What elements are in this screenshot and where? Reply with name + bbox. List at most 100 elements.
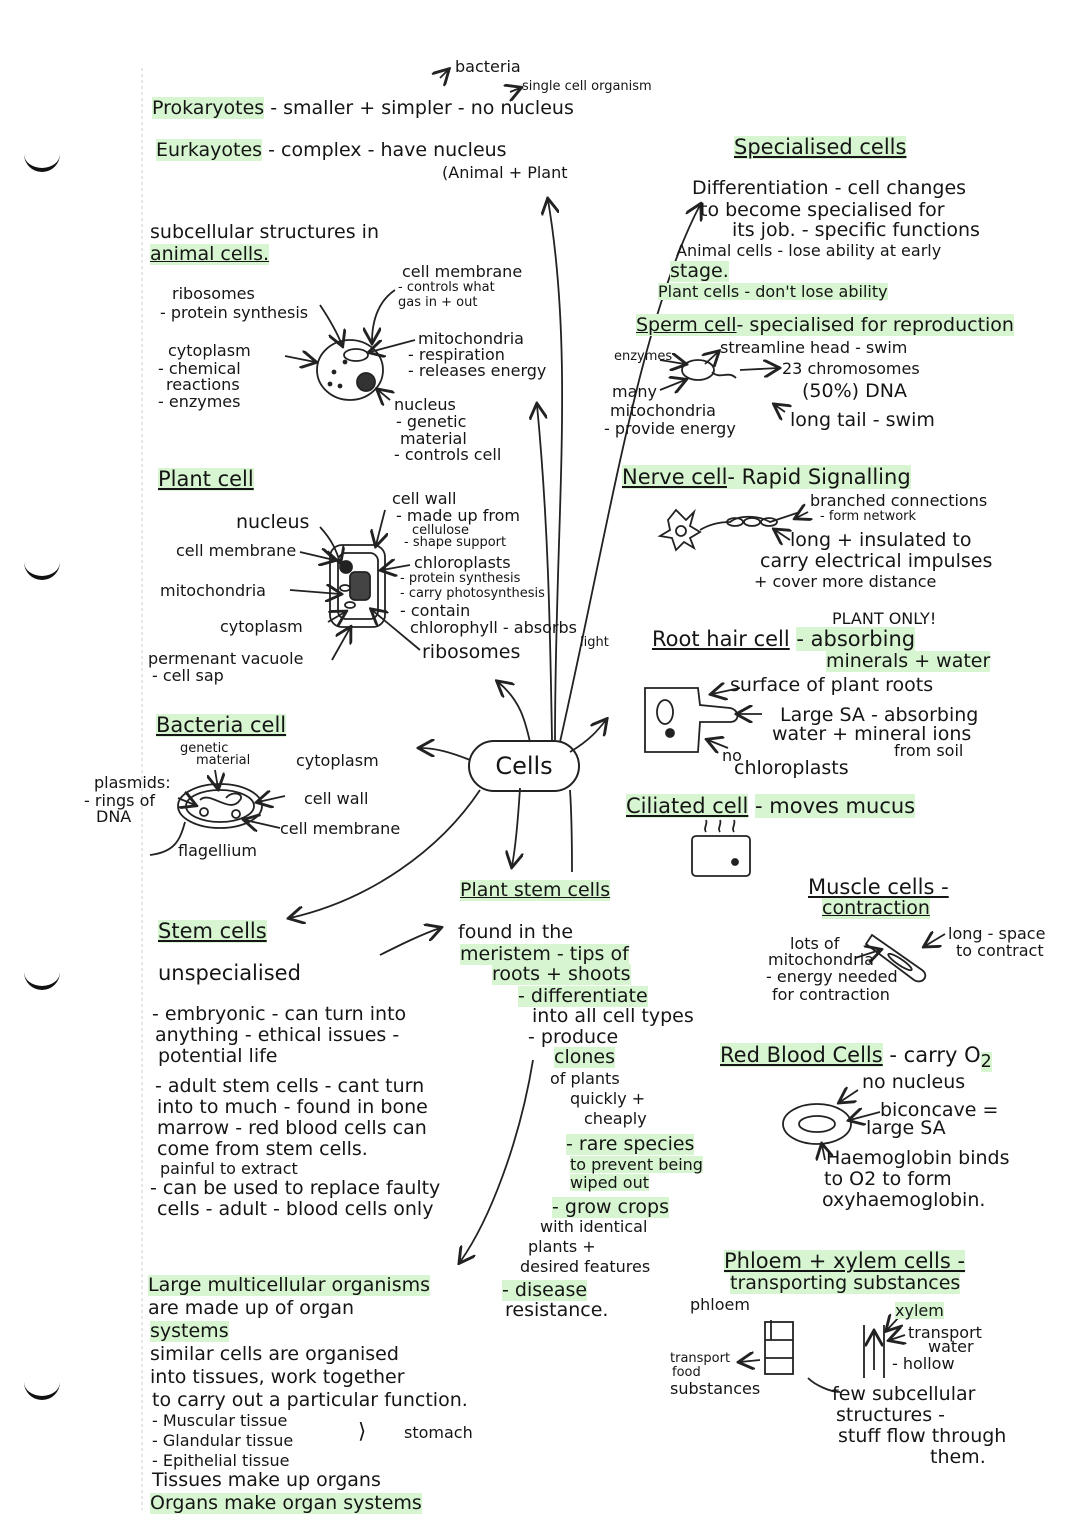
cells-center-label: Cells (495, 752, 553, 780)
muscle-diagram (854, 934, 946, 983)
specialised-line: its job. - specific functions (732, 219, 980, 241)
bacteria-label: flagellium (178, 841, 257, 860)
phloem-xylem-label: transport (908, 1323, 982, 1342)
phloem-xylem-label: substances (670, 1379, 761, 1398)
plant-stem-heading: Plant stem cells (460, 879, 611, 901)
plant-label: cell membrane (176, 541, 297, 560)
animal-label: - controls cell (394, 445, 502, 464)
binder-hole (24, 150, 60, 172)
animal-label: - releases energy (408, 361, 547, 380)
stem-line: - embryonic - can turn into (152, 1003, 407, 1025)
phloem-xylem-heading: Phloem + xylem cells - (724, 1249, 966, 1273)
root-hair-label: Large SA - absorbing (780, 704, 979, 726)
rbc-label: biconcave = (880, 1099, 999, 1121)
rbc-heading-sub: 2 (980, 1052, 992, 1073)
stem-line: unspecialised (158, 961, 301, 985)
stem-line: into to much - found in bone (157, 1096, 428, 1118)
plant-stem-line: to prevent being (570, 1155, 703, 1174)
bacteria-label: plasmids: (94, 773, 171, 792)
stem-line: - adult stem cells - cant turn (155, 1075, 425, 1097)
binder-hole (24, 558, 60, 580)
animal-label: material (400, 429, 467, 448)
bacteria-note: bacteria (455, 57, 521, 76)
rbc-label: to O2 to form (824, 1168, 952, 1190)
nerve-label: - form network (820, 509, 917, 524)
plant-label: mitochondria (160, 581, 266, 600)
plant-heading: Plant cell (158, 467, 254, 491)
eukaryotes-note: (Animal + Plant (442, 163, 568, 182)
root-hair-label: water + mineral ions (772, 723, 972, 745)
sperm-label: (50%) DNA (802, 380, 907, 402)
organisation-line: into tissues, work together (150, 1366, 405, 1388)
stem-heading: Stem cells (158, 919, 267, 943)
phloem-xylem-label: - hollow (892, 1354, 955, 1373)
plant-label: light (580, 635, 609, 650)
phloem-xylem-label: stuff flow through (838, 1425, 1007, 1447)
animal-label: gas in + out (398, 295, 478, 310)
organisation-line: - Epithelial tissue (152, 1451, 290, 1470)
phloem-xylem-label: them. (930, 1446, 986, 1468)
plant-label: nucleus (236, 511, 310, 533)
organisation-line: are made up of organ (148, 1297, 355, 1319)
muscle-label: mitochondria (768, 950, 874, 969)
plant-label: - protein synthesis (400, 571, 521, 586)
specialised-line: Plant cells - don't lose ability (658, 282, 888, 301)
plant-label: cell wall (392, 489, 457, 508)
phloem-xylem-label: structures - (836, 1404, 946, 1426)
bacteria-label: cell wall (304, 789, 369, 808)
animal-heading-2: animal cells. (150, 243, 270, 265)
animal-label: cell membrane (402, 262, 523, 281)
stem-line: marrow - red blood cells can (157, 1117, 427, 1139)
plant-label: - carry photosynthesis (400, 586, 545, 601)
plant-label: - shape support (404, 535, 507, 550)
specialised-line: to become specialised for (700, 199, 945, 221)
root-hair-heading: Root hair cell (652, 627, 790, 651)
stomach-label: stomach (404, 1423, 473, 1442)
rbc-label: large SA (866, 1117, 946, 1139)
nerve-label: + cover more distance (754, 572, 937, 591)
root-hair-label: surface of plant roots (730, 674, 934, 696)
bacteria-label: material (196, 753, 251, 768)
stem-line: painful to extract (160, 1159, 298, 1178)
specialised-line: Animal cells - lose ability at early (676, 241, 942, 260)
plant-stem-line: into all cell types (532, 1005, 694, 1027)
plant-stem-line: cheaply (584, 1109, 647, 1128)
plant-stem-line: desired features (520, 1257, 651, 1276)
bacteria-label: genetic (180, 741, 229, 756)
organisation-line: Tissues make up organs (152, 1469, 381, 1491)
rbc-label: Haemoglobin binds (826, 1147, 1010, 1169)
animal-label: reactions (166, 375, 240, 394)
plant-stem-line: plants + (528, 1237, 596, 1256)
specialised-line: Differentiation - cell changes (692, 177, 967, 199)
nerve-label: branched connections (810, 491, 988, 510)
root-hair-heading-text-2: minerals + water (826, 650, 991, 672)
animal-label: - protein synthesis (160, 303, 309, 322)
phloem-xylem-label: food (672, 1365, 701, 1380)
rbc-diagram (782, 1090, 881, 1160)
sperm-label: many (612, 382, 657, 401)
sperm-label: mitochondria (610, 401, 716, 420)
animal-label: - chemical (158, 359, 241, 378)
root-hair-label: no (722, 746, 742, 765)
plant-stem-line: meristem - tips of (460, 943, 629, 965)
bacteria-label: DNA (96, 807, 132, 826)
nerve-label: carry electrical impulses (760, 550, 993, 572)
bacteria-diagram (177, 769, 286, 828)
organisation-line: - Glandular tissue (152, 1431, 294, 1450)
sperm-heading: Sperm cell (636, 314, 737, 336)
muscle-label: - energy needed (766, 967, 898, 986)
organisation-line: systems (150, 1320, 229, 1342)
phloem-xylem-heading-text: transporting substances (730, 1272, 961, 1294)
sperm-label: - provide energy (604, 419, 736, 438)
plant-stem-line: of plants (550, 1069, 620, 1088)
phloem-xylem-label: phloem (690, 1295, 750, 1314)
plant-label: cellulose (412, 523, 469, 538)
organisation-line: - Muscular tissue (152, 1411, 288, 1430)
phloem-xylem-label: few subcellular (832, 1383, 976, 1405)
root-hair-diagram (644, 688, 762, 752)
plant-label: chlorophyll - absorbs (410, 618, 577, 637)
eukaryotes-heading: Eurkayotes (156, 139, 263, 161)
plant-stem-line: resistance. (505, 1299, 609, 1321)
organisation-line: similar cells are organised (150, 1343, 399, 1365)
